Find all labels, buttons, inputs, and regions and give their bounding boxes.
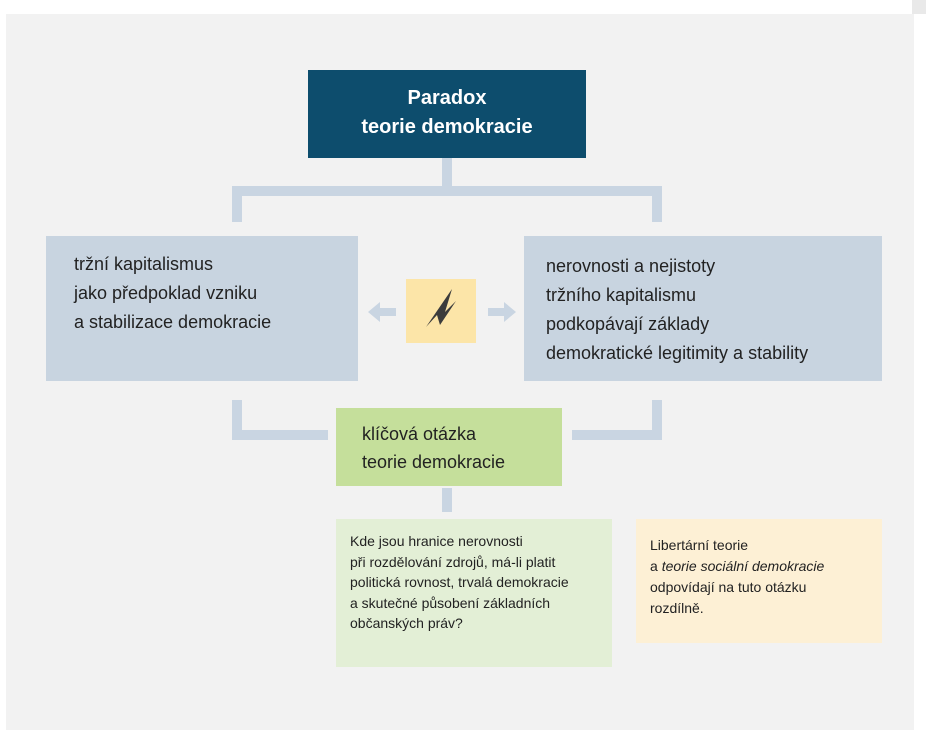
right-box-line-3: podkopávají základy xyxy=(546,314,710,334)
right-box-line-4: demokratické legitimity a stability xyxy=(546,343,809,363)
left-box-line-2: jako předpoklad vzniku xyxy=(74,283,258,303)
left-box-line-1: tržní kapitalismus xyxy=(74,254,214,274)
connector-left-bottom-stem xyxy=(232,400,242,440)
connector-left-bottom-bar xyxy=(232,430,328,440)
question-line-3: politická rovnost, trvalá demokracie xyxy=(350,574,569,590)
connector-right-drop xyxy=(652,186,662,222)
right-box-line-2: tržního kapitalismu xyxy=(546,285,697,305)
answer-line-2-italic: teorie sociální demokracie xyxy=(661,558,825,574)
paradox-title-box: Paradox teorie demokracie xyxy=(308,70,586,158)
title-line-1: Paradox xyxy=(407,87,487,109)
key-question-line-2: teorie demokracie xyxy=(362,452,506,472)
answer-line-2-prefix: a xyxy=(650,558,662,574)
title-line-2: teorie demokracie xyxy=(361,116,533,138)
answer-line-1: Libertární teorie xyxy=(650,537,749,553)
connector-title-stem xyxy=(442,158,452,186)
right-box-line-1: nerovnosti a nejistoty xyxy=(546,256,716,276)
connector-right-bottom-stem xyxy=(652,400,662,440)
answer-note-box: Libertární teorie a teorie sociální demo… xyxy=(636,519,882,643)
answer-line-4: rozdílně. xyxy=(650,600,704,616)
left-box-line-3: a stabilizace demokracie xyxy=(74,312,272,332)
connector-left-drop xyxy=(232,186,242,222)
question-note-box: Kde jsou hranice nerovnosti při rozdělov… xyxy=(336,519,612,667)
connector-top-bar xyxy=(232,186,662,196)
inequalities-box: nerovnosti a nejistoty tržního kapitalis… xyxy=(524,236,882,381)
question-line-5: občanských práv? xyxy=(350,615,463,631)
arrow-right-icon xyxy=(488,302,516,322)
corner-tab xyxy=(912,0,926,14)
market-capitalism-box: tržní kapitalismus jako předpoklad vznik… xyxy=(46,236,358,381)
connector-key-stem xyxy=(442,488,452,512)
question-line-1: Kde jsou hranice nerovnosti xyxy=(350,533,523,549)
answer-line-3: odpovídají na tuto otázku xyxy=(650,579,807,595)
question-line-2: při rozdělování zdrojů, má-li platit xyxy=(350,553,556,570)
key-question-box: klíčová otázka teorie demokracie xyxy=(336,408,562,486)
lightning-bolt-icon xyxy=(426,289,456,327)
key-question-line-1: klíčová otázka xyxy=(362,424,477,444)
arrow-left-icon xyxy=(368,302,396,322)
conflict-bolt-box xyxy=(406,279,476,343)
question-line-4: a skutečné působení základních xyxy=(350,594,551,611)
answer-line-2: a teorie sociální demokracie xyxy=(650,556,882,577)
connector-right-bottom-bar xyxy=(572,430,662,440)
